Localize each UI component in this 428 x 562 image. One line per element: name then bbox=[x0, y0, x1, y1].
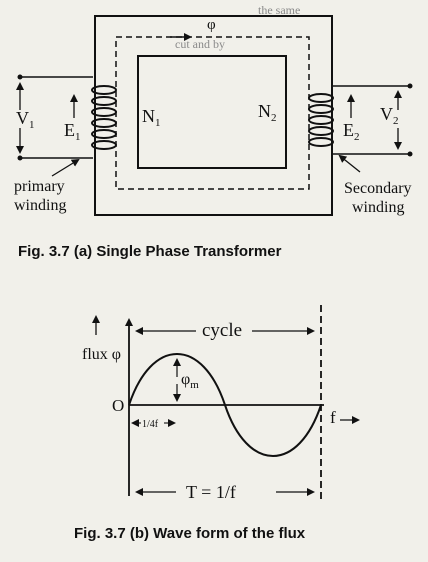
core-inner bbox=[137, 55, 287, 169]
scan-fragment-2: cut and by bbox=[175, 37, 225, 51]
primary-pointer bbox=[51, 158, 80, 177]
cycle-label: cycle bbox=[202, 320, 242, 341]
period-label: T = 1/f bbox=[186, 482, 236, 502]
transformer-diagram: φ V1 E1 N1 bbox=[14, 15, 413, 260]
waveform-diagram: cycle flux φ φm O 1/4f f T = 1/f Fig. 3.… bbox=[74, 305, 360, 542]
primary-coil bbox=[91, 85, 117, 150]
flux-label: flux φ bbox=[82, 346, 121, 363]
peak-label: φm bbox=[181, 371, 199, 391]
secondary-turns-label: N2 bbox=[258, 101, 277, 124]
freq-label: f bbox=[330, 408, 336, 427]
primary-voltage-label: V1 bbox=[16, 108, 35, 131]
secondary-pointer bbox=[338, 154, 361, 173]
secondary-voltage-label: V2 bbox=[380, 104, 399, 127]
flux-symbol: φ bbox=[207, 17, 216, 33]
primary-turns-label: N1 bbox=[142, 106, 161, 129]
secondary-terminal-bottom bbox=[407, 151, 413, 157]
secondary-label-line1: Secondary bbox=[344, 180, 412, 197]
primary-label-line2: winding bbox=[14, 197, 66, 214]
primary-terminal-bottom bbox=[17, 155, 23, 161]
secondary-terminal-top bbox=[407, 83, 413, 89]
scan-fragment-1: the same bbox=[258, 3, 300, 17]
primary-emf-label: E1 bbox=[64, 120, 81, 143]
secondary-coil bbox=[308, 93, 334, 147]
secondary-emf-label: E2 bbox=[343, 120, 360, 143]
quarter-label: 1/4f bbox=[142, 419, 159, 430]
flux-sine-wave bbox=[128, 352, 322, 458]
primary-terminal-top bbox=[17, 74, 23, 80]
transformer-caption: Fig. 3.7 (a) Single Phase Transformer bbox=[18, 243, 282, 260]
primary-label-line1: primary bbox=[14, 178, 65, 195]
origin-label: O bbox=[112, 396, 124, 415]
waveform-caption: Fig. 3.7 (b) Wave form of the flux bbox=[74, 525, 306, 542]
secondary-label-line2: winding bbox=[352, 199, 404, 216]
